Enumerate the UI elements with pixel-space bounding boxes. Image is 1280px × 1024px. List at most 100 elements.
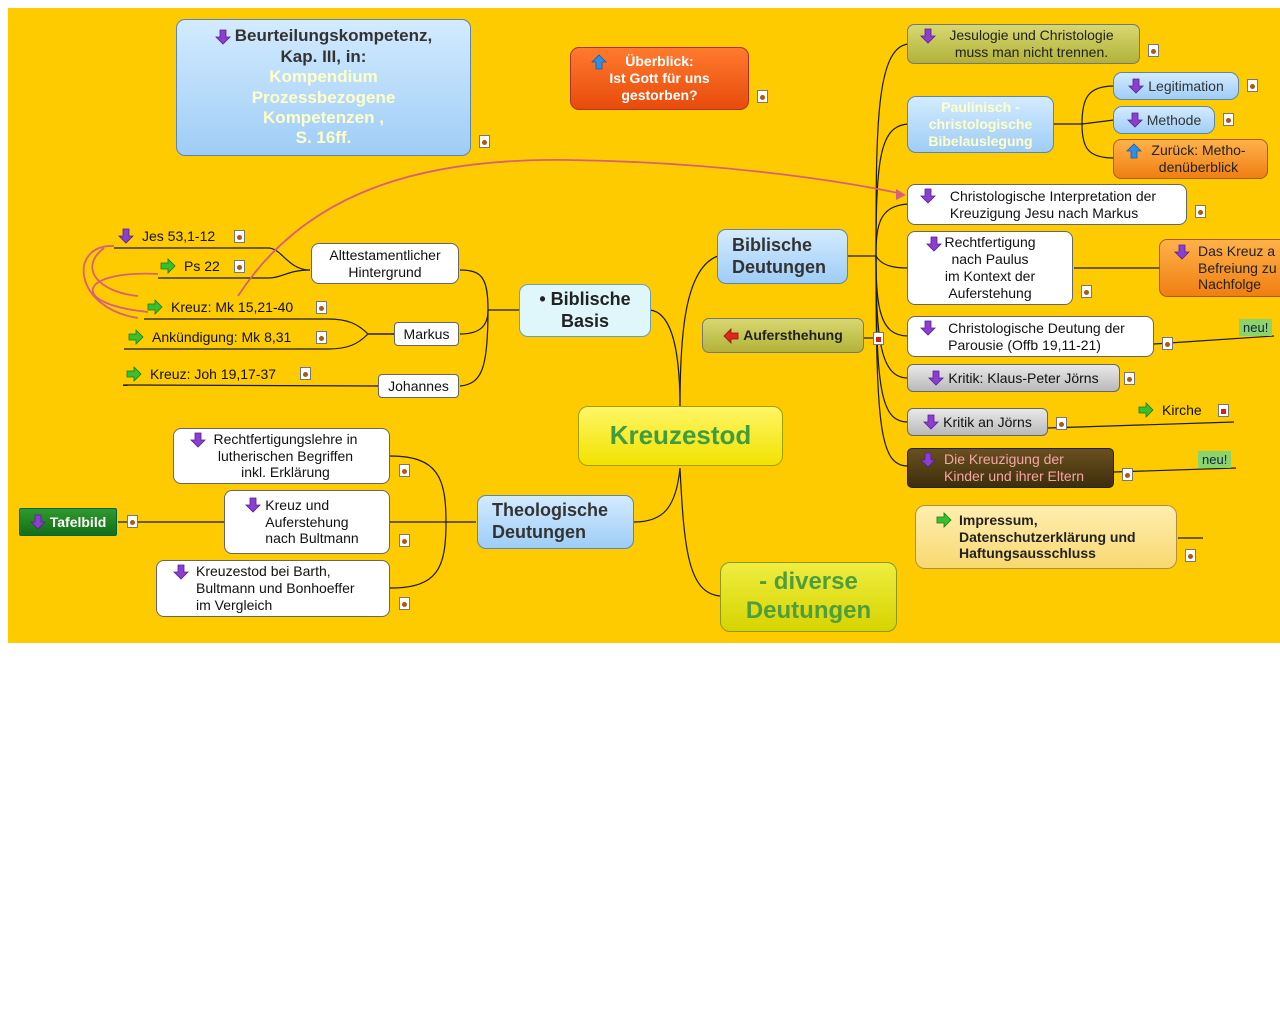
link-center-theol: [633, 467, 681, 523]
kritik-an-joerns-node[interactable]: Kritik an Jörns: [907, 408, 1048, 436]
document-icon[interactable]: [399, 597, 410, 610]
paulinisch-label: Paulinisch - christologische Bibelausleg…: [928, 99, 1033, 149]
document-icon[interactable]: [1185, 549, 1196, 562]
purple-arrow-down-icon: [920, 28, 936, 44]
document-icon[interactable]: [479, 135, 490, 148]
barth-node[interactable]: Kreuzestod bei Barth, Bultmann und Bonho…: [156, 560, 390, 617]
christ-markus-node[interactable]: Christologische Interpretation der Kreuz…: [907, 184, 1187, 225]
document-icon[interactable]: [300, 367, 311, 380]
purple-arrow-down-icon: [173, 564, 189, 580]
tafelbild-node[interactable]: Tafelbild: [19, 508, 117, 536]
document-icon[interactable]: [316, 301, 327, 314]
main-diverse-deutungen[interactable]: - diverse Deutungen: [720, 562, 897, 632]
main-theol-label: Theologische Deutungen: [492, 500, 609, 542]
markus-label: Markus: [403, 325, 450, 342]
document-icon[interactable]: [1218, 404, 1229, 417]
luther-node[interactable]: Rechtfertigungslehre in lutherischen Beg…: [173, 428, 390, 484]
document-icon[interactable]: [1081, 285, 1092, 298]
document-icon[interactable]: [127, 515, 138, 528]
main-theologische-deutungen[interactable]: Theologische Deutungen: [477, 495, 634, 549]
document-icon[interactable]: [1056, 417, 1067, 430]
document-icon[interactable]: [1247, 79, 1258, 92]
jesulogie-node[interactable]: Jesulogie und Christologie muss man nich…: [907, 24, 1140, 64]
green-arrow-right-icon: [1138, 402, 1154, 418]
ps-item[interactable]: Ps 22: [160, 258, 220, 274]
kirche-item[interactable]: Kirche: [1138, 402, 1202, 418]
document-icon[interactable]: [316, 331, 327, 344]
markus-node[interactable]: Markus: [394, 322, 459, 346]
document-icon[interactable]: [1124, 372, 1135, 385]
kritik-an-joerns-label: Kritik an Jörns: [943, 413, 1032, 430]
jes-item[interactable]: Jes 53,1-12: [118, 228, 215, 244]
kreuz-joh-item[interactable]: Kreuz: Joh 19,17-37: [126, 366, 276, 382]
aufersthehung-node[interactable]: Aufersthehung: [702, 318, 864, 353]
zurueck-node[interactable]: Zurück: Metho- denüberblick: [1113, 139, 1268, 179]
cross-link-jes-kreuz: [82, 245, 139, 319]
document-icon[interactable]: [1148, 44, 1159, 57]
document-icon[interactable]: [1195, 205, 1206, 218]
beurteilung-link[interactable]: Kompendium Prozessbezogene Kompetenzen ,…: [251, 67, 396, 148]
barth-label: Kreuzestod bei Barth, Bultmann und Bonho…: [196, 563, 355, 613]
rechtfertigung-paulus-node[interactable]: Rechtfertigung nach Paulus im Kontext de…: [907, 231, 1073, 305]
blue-arrow-up-icon: [1126, 143, 1142, 159]
link-center-diverse: [679, 467, 721, 597]
document-icon[interactable]: [399, 534, 410, 547]
cross-link-kreuz-jes: [91, 247, 139, 297]
main-basis-label: • Biblische Basis: [539, 288, 631, 331]
document-icon[interactable]: [757, 90, 768, 103]
luther-label: Rechtfertigungslehre in lutherischen Beg…: [213, 430, 358, 481]
document-icon[interactable]: [1122, 468, 1133, 481]
kreuzigung-kinder-label: Die Kreuzigung der Kinder und ihrer Elte…: [944, 451, 1085, 484]
kreuz-mk-item[interactable]: Kreuz: Mk 15,21-40: [147, 299, 293, 315]
link-center-basis: [649, 309, 681, 409]
main-diverse-label: - diverse Deutungen: [745, 568, 872, 624]
purple-arrow-down-icon: [190, 432, 206, 448]
ankuendigung-item[interactable]: Ankündigung: Mk 8,31: [128, 329, 291, 345]
jesulogie-label: Jesulogie und Christologie muss man nich…: [949, 27, 1114, 60]
center-node[interactable]: Kreuzestod: [578, 406, 783, 466]
kritik-joerns-node[interactable]: Kritik: Klaus-Peter Jörns: [907, 364, 1120, 392]
mindmap-canvas: Kreuzestod Biblische Deutungen • Biblisc…: [8, 8, 1280, 643]
purple-arrow-down-icon: [920, 188, 936, 204]
impressum-node[interactable]: Impressum, Datenschutzerklärung und Haft…: [915, 505, 1177, 569]
methode-label: Methode: [1146, 111, 1202, 128]
beurteilungskompetenz-node[interactable]: Beurteilungskompetenz, Kap. III, in: Kom…: [176, 19, 471, 156]
purple-arrow-down-icon: [1126, 112, 1143, 128]
purple-arrow-down-icon: [920, 452, 936, 468]
main-biblische-basis[interactable]: • Biblische Basis: [519, 284, 651, 337]
methode-node[interactable]: Methode: [1113, 106, 1215, 134]
kirche-label: Kirche: [1162, 402, 1202, 418]
main-biblische-deutungen[interactable]: Biblische Deutungen: [717, 229, 848, 284]
ueberblick-label: Überblick: Ist Gott für uns gestorben?: [609, 53, 710, 103]
connection-lines: [82, 43, 1275, 597]
document-icon[interactable]: [234, 260, 245, 273]
rechtfertigung-paulus-label: Rechtfertigung nach Paulus im Kontext de…: [944, 234, 1036, 301]
tafelbild-label: Tafelbild: [49, 513, 107, 530]
johannes-node[interactable]: Johannes: [378, 374, 459, 398]
zurueck-label: Zurück: Metho- denüberblick: [1151, 142, 1246, 175]
ankuendigung-label: Ankündigung: Mk 8,31: [152, 329, 292, 345]
ps-label: Ps 22: [184, 258, 220, 274]
document-icon[interactable]: [234, 230, 245, 243]
ueberblick-node[interactable]: Überblick: Ist Gott für uns gestorben?: [570, 47, 749, 110]
parousie-node[interactable]: Christologische Deutung der Parousie (Of…: [907, 316, 1154, 357]
jes-label: Jes 53,1-12: [142, 228, 216, 244]
green-arrow-right-icon: [160, 258, 176, 274]
red-arrow-left-icon: [723, 327, 739, 344]
document-icon[interactable]: [1223, 113, 1234, 126]
purple-arrow-down-icon: [29, 514, 46, 530]
document-icon[interactable]: [873, 332, 884, 345]
beurteilung-line2: Kap. III, in:: [280, 46, 367, 66]
document-icon[interactable]: [1162, 337, 1173, 350]
at-hintergrund-node[interactable]: Alttestamentlicher Hintergrund: [311, 243, 459, 284]
legitimation-node[interactable]: Legitimation: [1113, 72, 1239, 100]
bultmann-node[interactable]: Kreuz und Auferstehung nach Bultmann: [224, 490, 390, 554]
das-kreuz-node[interactable]: Das Kreuz a Befreiung zu Nachfolge: [1159, 239, 1280, 297]
paulinisch-node[interactable]: Paulinisch - christologische Bibelausleg…: [907, 96, 1054, 153]
cross-link-kreuz-ps: [92, 272, 159, 313]
document-icon[interactable]: [399, 464, 410, 477]
link-center-biblisch: [679, 255, 719, 409]
kreuzigung-kinder-node[interactable]: Die Kreuzigung der Kinder und ihrer Elte…: [907, 448, 1114, 488]
new-badge: neu!: [1239, 319, 1273, 336]
green-arrow-right-icon: [128, 329, 144, 345]
